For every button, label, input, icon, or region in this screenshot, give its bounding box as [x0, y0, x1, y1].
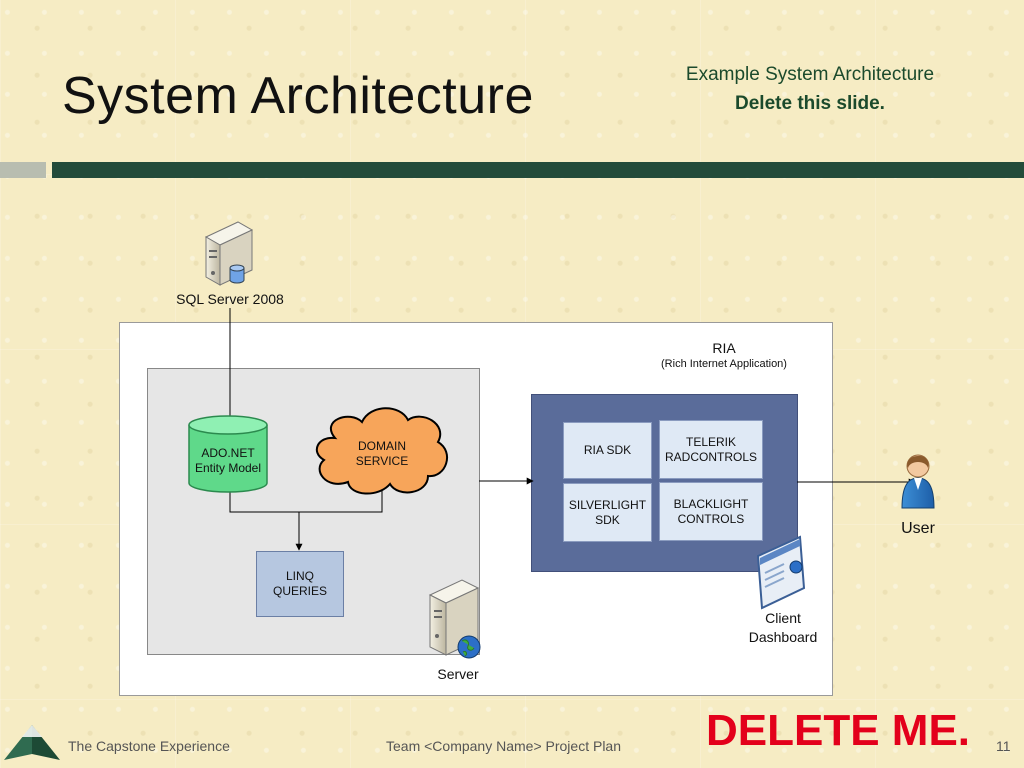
- note-line-2: Delete this slide.: [735, 93, 885, 114]
- ria-sdk-box: RIA SDK: [563, 422, 652, 479]
- client-dashboard-icon: [756, 535, 806, 610]
- server-icon: [428, 579, 481, 659]
- domain-service-cloud: [315, 407, 448, 495]
- slide-note: Example System Architecture Delete this …: [640, 60, 980, 118]
- merge-connector: [229, 488, 383, 513]
- sql-server-label: SQL Server 2008: [176, 291, 284, 307]
- ria-subtitle: (Rich Internet Application): [661, 358, 787, 370]
- slide-title: System Architecture: [62, 67, 534, 125]
- sql-server-icon: [204, 221, 254, 286]
- header-bar: [52, 162, 1024, 178]
- adonet-cylinder: [188, 415, 268, 493]
- user-label: User: [901, 520, 935, 537]
- capstone-logo: [4, 725, 60, 760]
- note-line-1: Example System Architecture: [685, 64, 935, 85]
- footer-left: The Capstone Experience: [68, 738, 230, 754]
- footer-center: Team <Company Name> Project Plan: [386, 738, 621, 754]
- user-icon: [901, 454, 935, 509]
- header-accent-bar: [0, 162, 46, 178]
- delete-me-banner: DELETE ME.: [706, 706, 971, 755]
- server-label: Server: [437, 666, 479, 682]
- ria-title: RIA: [712, 340, 736, 356]
- page-number: 11: [996, 738, 1011, 754]
